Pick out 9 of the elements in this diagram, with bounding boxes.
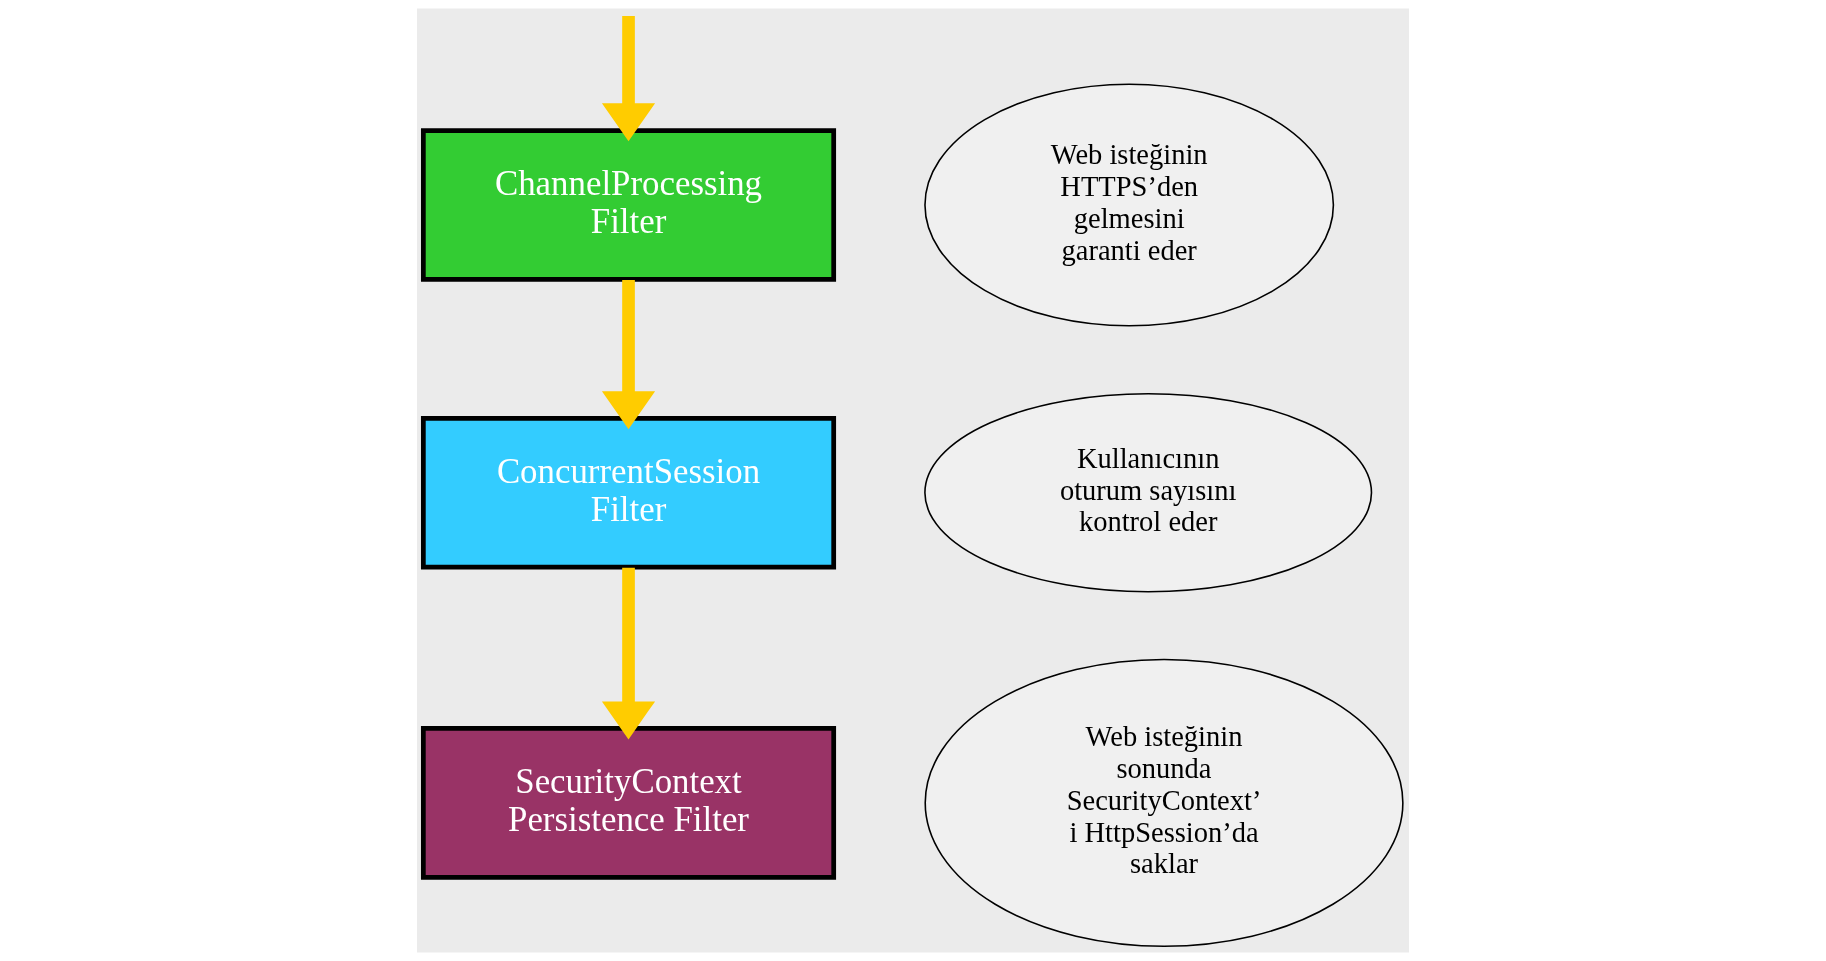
arrow xyxy=(601,16,656,142)
node-box: ConcurrentSession Filter xyxy=(420,415,837,570)
arrow xyxy=(601,279,656,430)
arrow xyxy=(601,567,656,740)
node-ellipse: Web isteğinin HTTPS’den gelmesini garanti eder xyxy=(924,83,1335,327)
node-ellipse: Web isteğinin sonunda SecurityContext’ i HttpSession’da saklar xyxy=(924,658,1404,948)
node-box: SecurityContext Persistence Filter xyxy=(420,726,837,880)
node-box: ChannelProcessing Filter xyxy=(420,128,837,282)
node-ellipse: Kullanıcının oturum sayısını kontrol eder xyxy=(924,393,1373,593)
